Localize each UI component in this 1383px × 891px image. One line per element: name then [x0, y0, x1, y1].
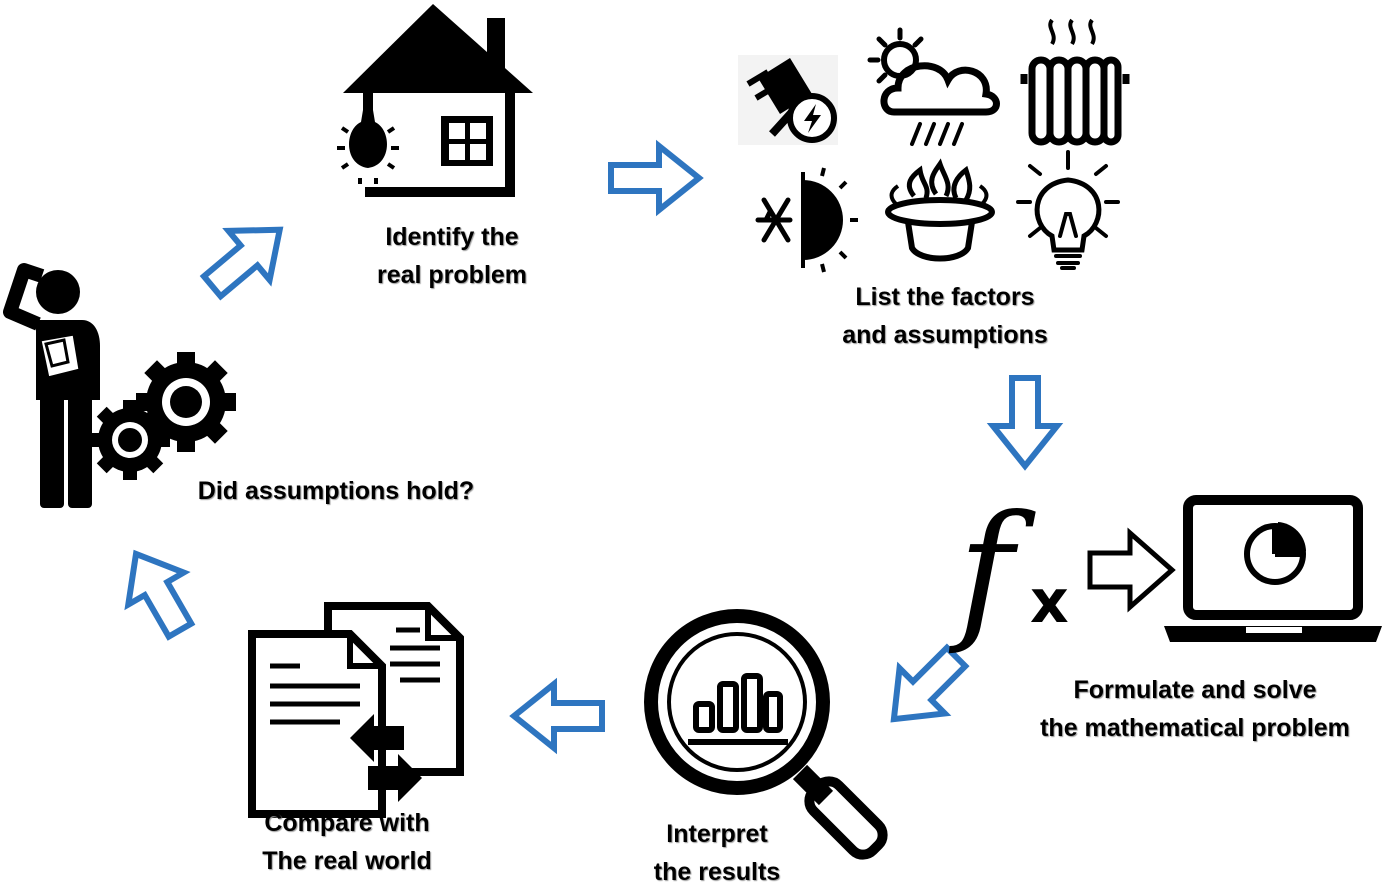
flow-arrow-up-right: [192, 205, 301, 311]
label-compare-line1: Compare with: [264, 809, 430, 837]
label-formulate-line1: Formulate and solve: [1073, 676, 1317, 704]
laptop-pie-chart-icon: [1164, 495, 1382, 642]
thinking-person-gears-icon: [3, 263, 236, 508]
svg-text:f: f: [948, 484, 1036, 658]
house-with-lightbulb-icon: [337, 4, 533, 197]
function-fx-icon: f x: [948, 484, 1069, 658]
label-factors-line1: List the factors: [855, 283, 1035, 311]
flow-arrow-right-1: [611, 146, 699, 210]
label-compare-real-world: Compare with The real world: [232, 804, 462, 880]
flow-arrow-left: [514, 684, 602, 748]
label-interpret-line1: Interpret: [666, 820, 768, 848]
label-compare-line2: The real world: [262, 847, 432, 875]
label-interpret-results: Interpret the results: [622, 815, 812, 891]
label-interpret-line2: the results: [653, 858, 781, 886]
plug-icon: [738, 55, 838, 145]
lightbulb-icon: [1016, 150, 1120, 270]
label-assumptions-line1: Did assumptions hold?: [197, 477, 475, 505]
label-list-factors: List the factors and assumptions: [810, 278, 1080, 354]
weather-icon: [867, 27, 1000, 146]
gas-burner-icon: [885, 158, 995, 262]
svg-text:x: x: [1030, 567, 1069, 637]
label-identify-problem: Identify the real problem: [352, 218, 552, 294]
magnifier-bar-chart-icon: [644, 609, 888, 860]
label-formulate-line2: the mathematical problem: [1040, 714, 1350, 742]
fx-to-laptop-arrow-icon: [1087, 527, 1176, 613]
radiator-icon: [1020, 18, 1130, 146]
flow-arrow-up: [108, 538, 207, 646]
documents-exchange-icon: [248, 602, 464, 818]
label-did-assumptions-hold: Did assumptions hold?: [176, 472, 496, 510]
flow-arrow-down: [993, 378, 1057, 466]
snowflake-sun-icon: [755, 167, 858, 273]
label-identify-line1: Identify the: [385, 223, 519, 251]
label-identify-line2: real problem: [376, 261, 528, 289]
label-formulate-solve: Formulate and solve the mathematical pro…: [1010, 671, 1380, 747]
label-factors-line2: and assumptions: [842, 321, 1048, 349]
